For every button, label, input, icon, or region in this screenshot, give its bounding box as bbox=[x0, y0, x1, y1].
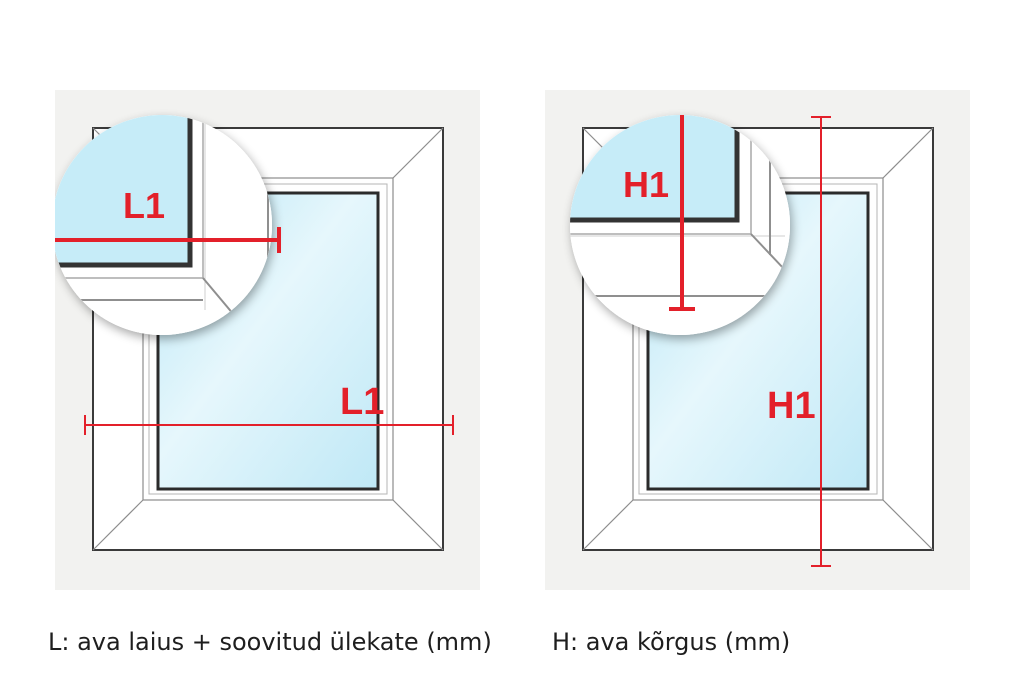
zoom-detail-circle: H1 bbox=[570, 115, 790, 335]
width-measure-line bbox=[84, 415, 454, 435]
zoom-measure-label: H1 bbox=[623, 164, 669, 205]
window-height-diagram: H1 H1 bbox=[545, 90, 970, 590]
main-measure-label: L1 bbox=[340, 381, 384, 423]
height-caption: H: ava kõrgus (mm) bbox=[552, 628, 791, 656]
zoom-measure-label: L1 bbox=[123, 185, 165, 226]
width-caption: L: ava laius + soovitud ülekate (mm) bbox=[48, 628, 492, 656]
height-measure-line bbox=[811, 116, 831, 567]
window-width-diagram: L1 L1 bbox=[55, 90, 480, 590]
zoom-detail-circle: L1 bbox=[55, 115, 281, 335]
main-measure-label: H1 bbox=[767, 385, 816, 427]
